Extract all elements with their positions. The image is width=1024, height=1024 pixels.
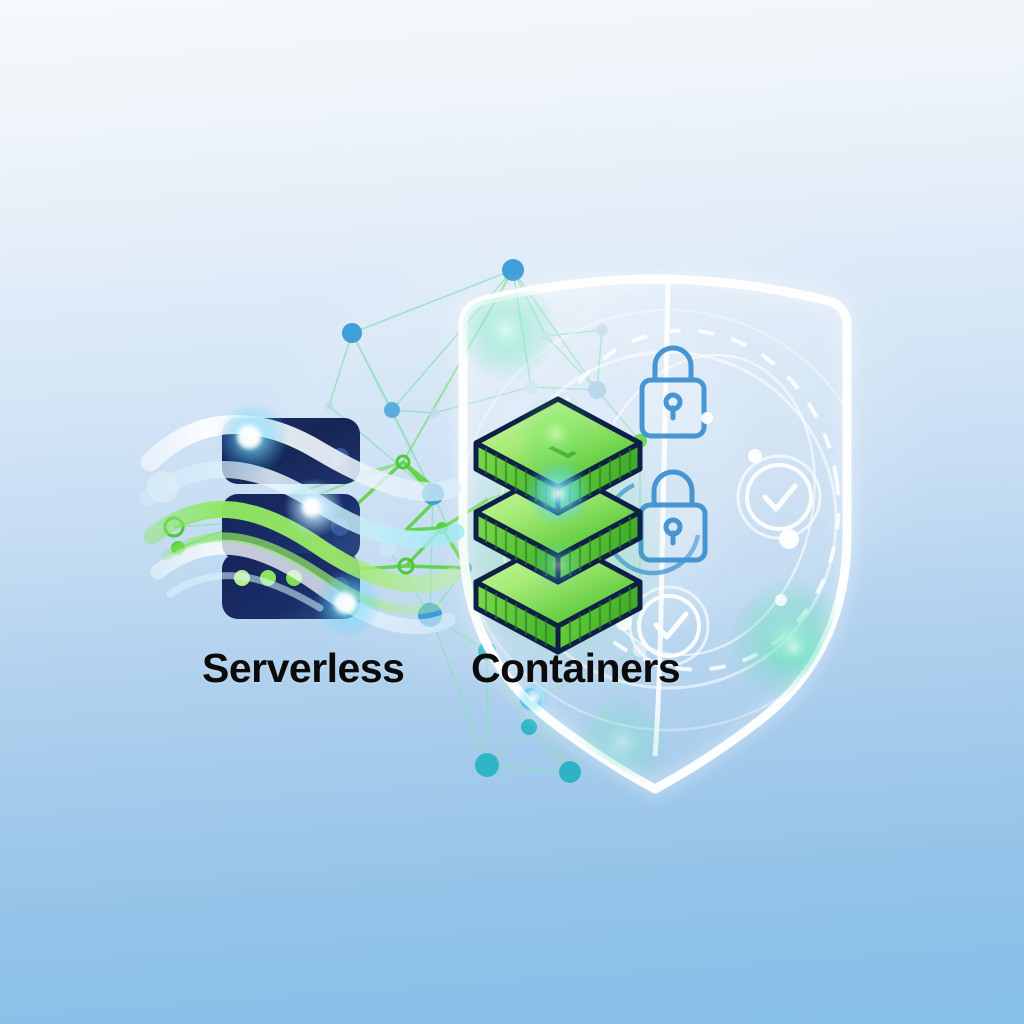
label-serverless: Serverless <box>202 645 405 691</box>
container-stack-icon <box>448 394 668 675</box>
serverless-flow-waves <box>139 402 465 638</box>
padlock-icon-top <box>639 345 707 439</box>
container-ribs-middle <box>484 517 632 576</box>
label-containers: Containers <box>471 645 681 691</box>
container-ribs-bottom <box>484 587 632 646</box>
check-circle-icon-right <box>736 454 822 540</box>
foreground-sparkles <box>517 618 824 714</box>
